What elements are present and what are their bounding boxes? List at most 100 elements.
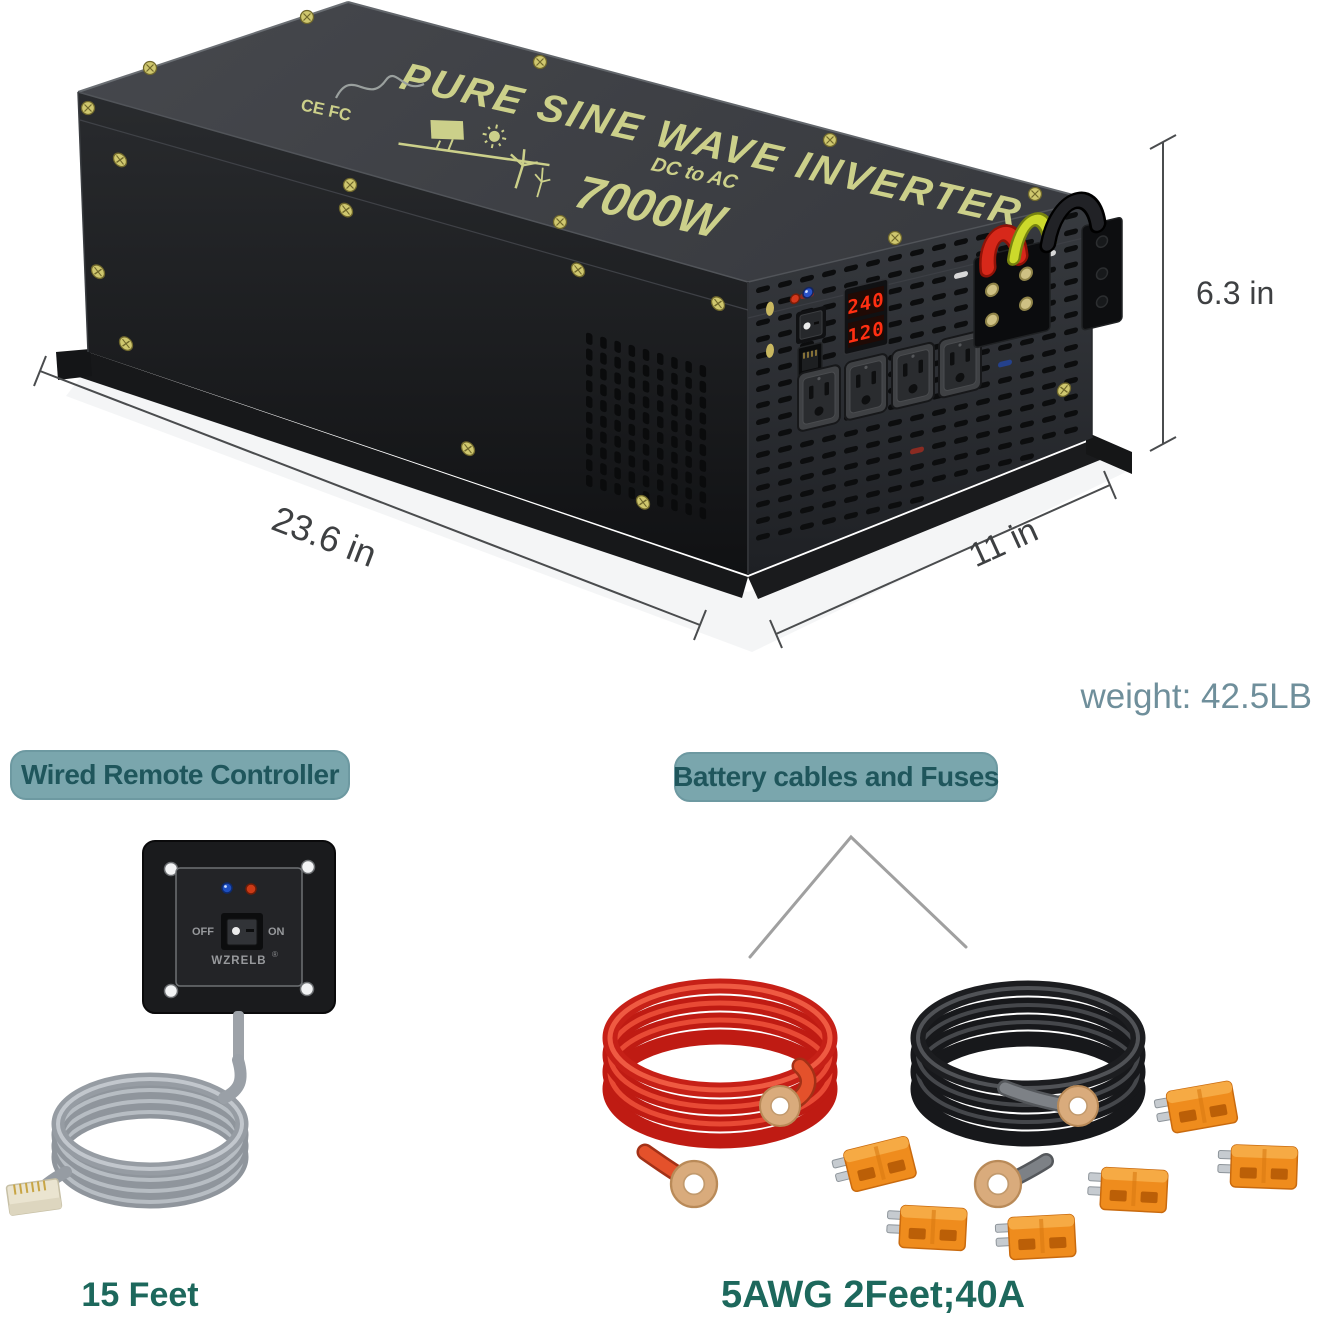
vent-slot <box>699 507 707 520</box>
vent-slot <box>586 443 593 456</box>
vent-slot <box>756 417 770 426</box>
vent-slot <box>822 352 836 360</box>
vent-slot <box>778 313 792 321</box>
vent-slot <box>671 372 678 385</box>
remote-rocker-switch[interactable] <box>221 913 263 950</box>
vent-slot <box>910 496 924 504</box>
power-switch[interactable] <box>796 305 826 344</box>
vent-slot <box>822 517 836 525</box>
dimension-height-label: 6.3 in <box>1196 275 1274 311</box>
vent-slot <box>600 352 607 365</box>
flange-right <box>748 440 1100 599</box>
vent-slot <box>976 463 990 472</box>
vent-slot <box>756 483 770 492</box>
screw-icon <box>342 177 358 193</box>
ac-outlet[interactable] <box>890 340 936 411</box>
screw-icon <box>552 214 568 230</box>
vent-slot <box>699 459 707 472</box>
vent-slot <box>888 451 902 460</box>
vent-slot <box>614 467 621 480</box>
vent-slot <box>954 304 968 312</box>
vent-slot <box>778 329 792 338</box>
vent-slot <box>1042 349 1056 357</box>
vent-slot <box>888 303 902 312</box>
ac-outlet[interactable] <box>843 351 889 422</box>
vent-slot <box>844 429 858 438</box>
vent-slot <box>657 479 664 492</box>
led-glint <box>805 290 808 294</box>
vent-slot <box>756 466 770 475</box>
vent-slot <box>699 412 707 425</box>
blade-fuse <box>1216 1143 1299 1190</box>
vent-slot <box>932 243 946 252</box>
ac-outlet[interactable] <box>796 363 842 434</box>
vent-slot <box>1064 310 1078 319</box>
vent-slot <box>954 452 968 461</box>
vent-slot <box>844 511 858 520</box>
vent-slot <box>822 434 836 443</box>
vent-slot <box>628 360 636 373</box>
vent-slot <box>1064 426 1078 435</box>
vent-slot <box>932 276 946 285</box>
screw-icon <box>142 60 158 76</box>
remote-controller: OFF ON WZRELB ® <box>142 840 336 1063</box>
vent-slot <box>976 414 990 423</box>
screw-icon <box>822 132 838 148</box>
vent-slot <box>671 420 678 433</box>
vent-slot <box>628 471 636 484</box>
sine-wave-icon <box>335 74 425 99</box>
vent-slot <box>866 490 880 498</box>
vent-slot <box>932 424 946 433</box>
left-face-details <box>90 150 726 520</box>
vent-slot <box>954 419 968 428</box>
screw-icon <box>1027 186 1043 202</box>
vent-slot <box>628 455 636 468</box>
terminal-stud <box>766 343 774 358</box>
cables-section-header: Battery cables and Fuses <box>673 752 999 802</box>
remote-cable <box>233 1011 244 1063</box>
vent-slot <box>699 396 707 409</box>
vent-slot <box>778 346 792 354</box>
vent-slot <box>778 461 792 470</box>
rj45-connector <box>5 1178 63 1216</box>
flange-left <box>70 352 748 598</box>
blade-fuse <box>994 1213 1077 1262</box>
weight-label: weight: 42.5LB <box>1079 677 1312 716</box>
screw-icon <box>299 9 315 25</box>
vent-slot <box>642 380 650 393</box>
vent-slot <box>586 380 593 393</box>
vent-slot <box>954 287 968 296</box>
vent-slot <box>657 384 664 397</box>
vent-slot <box>822 335 836 344</box>
vent-slot <box>1064 327 1078 336</box>
vent-slot <box>600 399 607 413</box>
flange-left-tab <box>56 349 92 380</box>
vent-slot <box>888 418 902 427</box>
vent-slot <box>910 314 924 323</box>
vent-slot <box>778 379 792 387</box>
vent-slot <box>671 467 678 480</box>
remote-on-label: ON <box>268 926 285 938</box>
ring-terminal <box>973 1159 1023 1209</box>
vent-slot <box>657 447 664 460</box>
remote-registered-mark: ® <box>272 950 278 959</box>
dimension-annotations <box>33 134 1177 649</box>
vent-slot <box>642 427 650 440</box>
blade-fuse <box>1152 1079 1239 1137</box>
blade-fuse <box>885 1203 968 1252</box>
vent-slot <box>628 408 636 421</box>
screw-icon <box>532 54 548 70</box>
vent-slot <box>699 428 707 441</box>
vent-slot <box>642 443 650 456</box>
battery-cable-red-coil <box>602 978 838 1187</box>
vent-slot <box>932 441 946 450</box>
mount-hole <box>299 981 315 997</box>
vent-slot <box>998 392 1012 401</box>
vent-slot <box>671 435 678 449</box>
vent-slot <box>866 457 880 465</box>
cables-header-label: Battery cables and Fuses <box>673 761 999 792</box>
vent-slot <box>778 296 792 305</box>
vent-slot <box>756 499 770 508</box>
vent-slot <box>685 376 692 389</box>
